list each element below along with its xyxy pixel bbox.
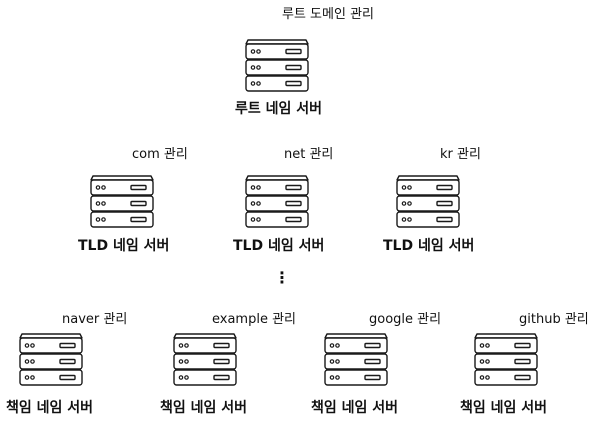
auth-github-server-icon (472, 330, 540, 390)
auth-github-server-label: 책임 네임 서버 (460, 400, 548, 416)
auth-example-manages-label: example 관리 (212, 312, 297, 327)
auth-google-server-label: 책임 네임 서버 (311, 400, 399, 416)
auth-naver-manages-label: naver 관리 (62, 312, 128, 327)
auth-example-server-icon (171, 330, 239, 390)
tld-kr-server-icon (394, 172, 462, 232)
tld-com-manages-label: com 관리 (132, 147, 188, 162)
auth-github-manages-label: github 관리 (519, 312, 589, 327)
tld-kr-server-label: TLD 네임 서버 (383, 238, 475, 254)
root-server-icon (243, 36, 311, 96)
auth-google-manages-label: google 관리 (369, 312, 442, 327)
tld-net-server-label: TLD 네임 서버 (233, 238, 325, 254)
tld-net-server-icon (243, 172, 311, 232)
tld-com-server-label: TLD 네임 서버 (78, 238, 170, 254)
auth-naver-server-icon (17, 330, 85, 390)
auth-example-server-label: 책임 네임 서버 (160, 400, 248, 416)
tld-com-server-icon (88, 172, 156, 232)
ellipsis-marker: ⋮ (274, 268, 290, 287)
root-manages-label: 루트 도메인 관리 (282, 7, 374, 22)
root-server-label: 루트 네임 서버 (235, 101, 323, 117)
auth-naver-server-label: 책임 네임 서버 (6, 400, 94, 416)
tld-net-manages-label: net 관리 (284, 147, 334, 162)
auth-google-server-icon (322, 330, 390, 390)
tld-kr-manages-label: kr 관리 (440, 147, 481, 162)
